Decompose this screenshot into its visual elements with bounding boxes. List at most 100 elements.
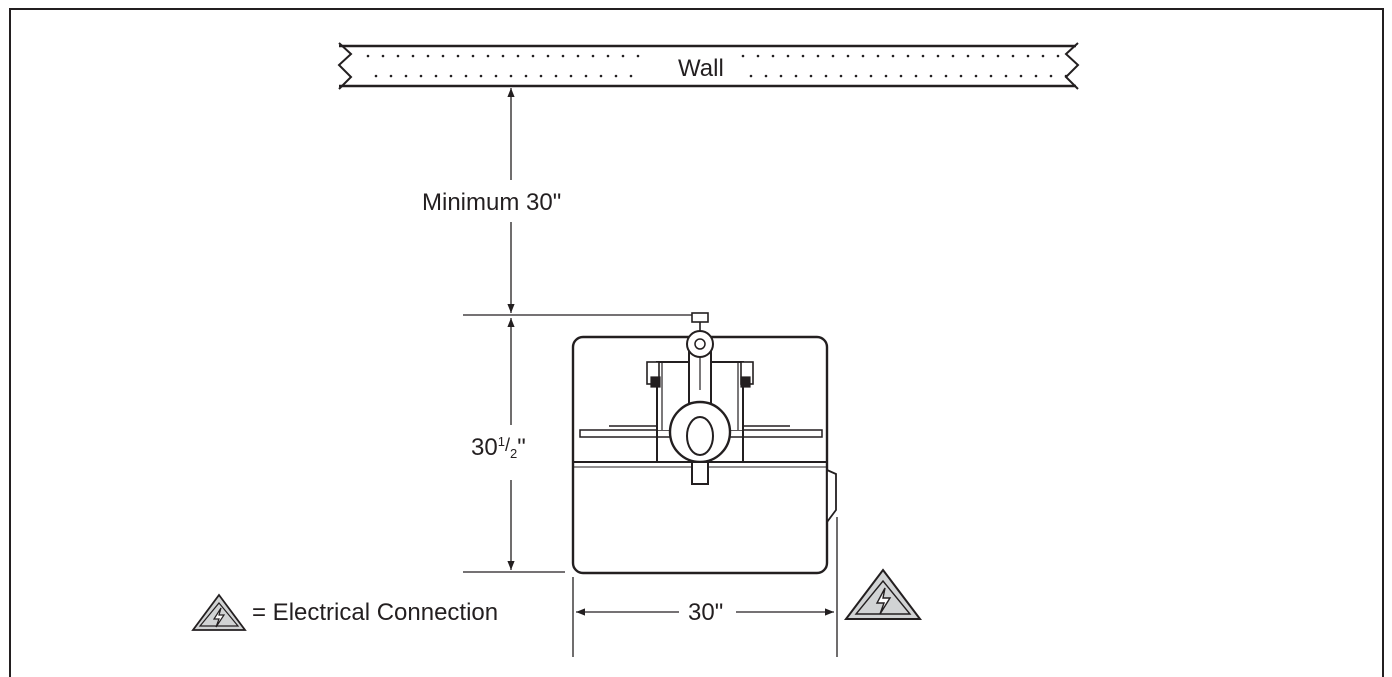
wall-dot (914, 74, 918, 78)
wall-dot (801, 54, 805, 58)
depth-fraction-numerator: 1 (498, 434, 505, 449)
width-dimension: 30" (572, 517, 838, 657)
wall-dot (479, 74, 483, 78)
wall-dot (614, 74, 618, 78)
wall-dot (891, 54, 895, 58)
wall-dot (966, 54, 970, 58)
wall-dot (959, 74, 963, 78)
wall-dots (366, 54, 1068, 78)
wall-dot (771, 54, 775, 58)
depth-fraction-denominator: 2 (510, 446, 517, 461)
wall-dot (764, 74, 768, 78)
wall-dot (599, 74, 603, 78)
wall-dot (974, 74, 978, 78)
depth-unit: " (517, 434, 526, 461)
wall-dot (929, 74, 933, 78)
wall-label: Wall (678, 55, 724, 82)
wall-dot (981, 54, 985, 58)
wall-dot (419, 74, 423, 78)
wall-dot (831, 54, 835, 58)
legend: = Electrical Connection (191, 593, 498, 631)
wall-dot (1049, 74, 1053, 78)
wall-dot (951, 54, 955, 58)
wall-dot (576, 54, 580, 58)
wall-dot (1041, 54, 1045, 58)
wall-dot (426, 54, 430, 58)
machine-top-view (571, 312, 837, 575)
wall-dot (996, 54, 1000, 58)
wall-dot (546, 54, 550, 58)
wall-dot (741, 54, 745, 58)
wall-dot (1056, 54, 1060, 58)
wall-dot (824, 74, 828, 78)
turntable-slot (686, 416, 714, 456)
wall-dot (486, 54, 490, 58)
wall-dot (1026, 54, 1030, 58)
wall-dot (989, 74, 993, 78)
wall-dot (884, 74, 888, 78)
handle-grip (691, 312, 709, 323)
wall-dot (636, 54, 640, 58)
wall-dot (374, 74, 378, 78)
wall-dot (464, 74, 468, 78)
wall-dot (449, 74, 453, 78)
side-control-box (826, 468, 837, 525)
wall-dot (756, 54, 760, 58)
wall-dot (531, 54, 535, 58)
wall-dot (899, 74, 903, 78)
wall-dot (569, 74, 573, 78)
wall-dot (906, 54, 910, 58)
wall-dot (944, 74, 948, 78)
wall-dot (411, 54, 415, 58)
legend-text: = Electrical Connection (252, 599, 498, 626)
wall-dot (494, 74, 498, 78)
wall-dot (509, 74, 513, 78)
wall-dot (381, 54, 385, 58)
wall-dot (1011, 54, 1015, 58)
wall-dot (854, 74, 858, 78)
wall-dot (786, 54, 790, 58)
wall-dot (606, 54, 610, 58)
wall-dot (794, 74, 798, 78)
width-label: 30" (688, 599, 723, 626)
wall-dot (839, 74, 843, 78)
wall-dot (869, 74, 873, 78)
wall-dot (539, 74, 543, 78)
wall-dot (456, 54, 460, 58)
wall-dot (404, 74, 408, 78)
wall-dot (501, 54, 505, 58)
wall-dot (389, 74, 393, 78)
legend-electrical-icon (191, 593, 247, 631)
wall-dot (554, 74, 558, 78)
wall-dot (1019, 74, 1023, 78)
wall-dot (434, 74, 438, 78)
wall-dot (441, 54, 445, 58)
wall-dot (366, 54, 370, 58)
clearance-dimension: Minimum 30" (422, 88, 561, 313)
wall-break-right (1064, 42, 1080, 90)
depth-whole: 30 (471, 434, 498, 461)
wall-dot (471, 54, 475, 58)
wall-dot (936, 54, 940, 58)
wall-dot (561, 54, 565, 58)
wall-dot (621, 54, 625, 58)
depth-fraction-slash: / (505, 435, 510, 455)
wall-dot (749, 74, 753, 78)
wall-dot (921, 54, 925, 58)
wall-break-left (337, 42, 353, 90)
wall-dot (1064, 74, 1068, 78)
electrical-hazard-icon (843, 568, 923, 620)
wall-dot (1004, 74, 1008, 78)
depth-dimension: 301/2" (463, 314, 695, 573)
wall-dot (861, 54, 865, 58)
clearance-label: Minimum 30" (422, 189, 561, 216)
wall-dot (809, 74, 813, 78)
wall-dot (524, 74, 528, 78)
wall-dot (846, 54, 850, 58)
wall-dot (816, 54, 820, 58)
wall: Wall (337, 42, 1080, 90)
wall-dot (779, 74, 783, 78)
diagram-frame (9, 8, 1384, 677)
wall-dot (629, 74, 633, 78)
wall-dot (396, 54, 400, 58)
